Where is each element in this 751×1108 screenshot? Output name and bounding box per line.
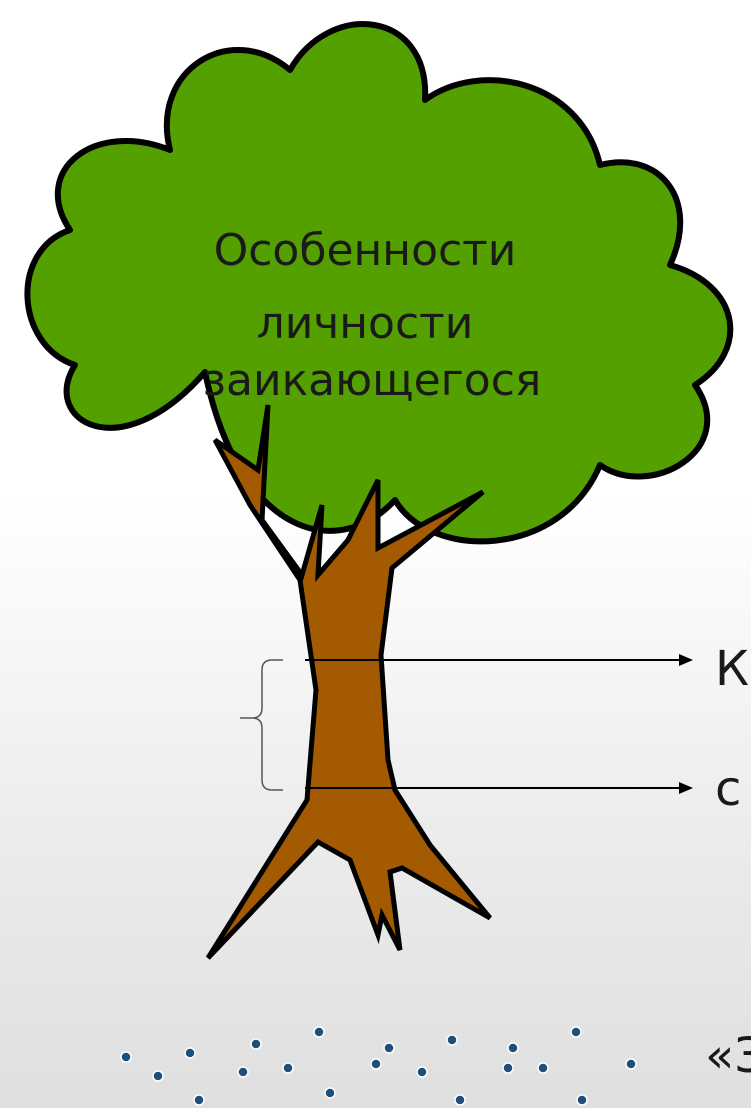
crown-label-line-2: личности: [257, 298, 474, 349]
lower-arrow-head: [679, 782, 693, 794]
soil-dot: [324, 1087, 336, 1099]
curly-bracket: [240, 659, 283, 791]
soil-dot: [370, 1058, 382, 1070]
lower-arrow-text: с: [715, 761, 741, 817]
crown-label: Особенности личности заикающегося: [203, 225, 542, 406]
soil-dot: [502, 1062, 514, 1074]
soil-dots: [120, 1026, 637, 1106]
soil-dot: [152, 1070, 164, 1082]
upper-arrow-text: К: [715, 641, 749, 697]
soil-dot: [237, 1066, 249, 1078]
soil-dot: [625, 1058, 637, 1070]
soil-dot: [454, 1094, 466, 1106]
soil-dot: [282, 1062, 294, 1074]
soil-dot: [250, 1038, 262, 1050]
soil-dot: [570, 1026, 582, 1038]
upper-arrow-head: [679, 654, 693, 666]
soil-dot: [184, 1047, 196, 1059]
soil-dot: [507, 1042, 519, 1054]
bottom-text: «З: [705, 1028, 751, 1084]
soil-dot: [383, 1042, 395, 1054]
soil-dot: [416, 1066, 428, 1078]
soil-dot: [576, 1094, 588, 1106]
tree-trunk: [205, 404, 492, 960]
crown-shape: [24, 21, 734, 545]
crown-label-line-1: Особенности: [214, 225, 517, 276]
crown-label-line-3: заикающегося: [203, 355, 542, 406]
soil-dot: [313, 1026, 325, 1038]
soil-dot: [537, 1062, 549, 1074]
tree-crown: Особенности личности заикающегося: [24, 21, 734, 545]
soil-dot: [120, 1051, 132, 1063]
soil-dot: [446, 1034, 458, 1046]
soil-dot: [193, 1094, 205, 1106]
